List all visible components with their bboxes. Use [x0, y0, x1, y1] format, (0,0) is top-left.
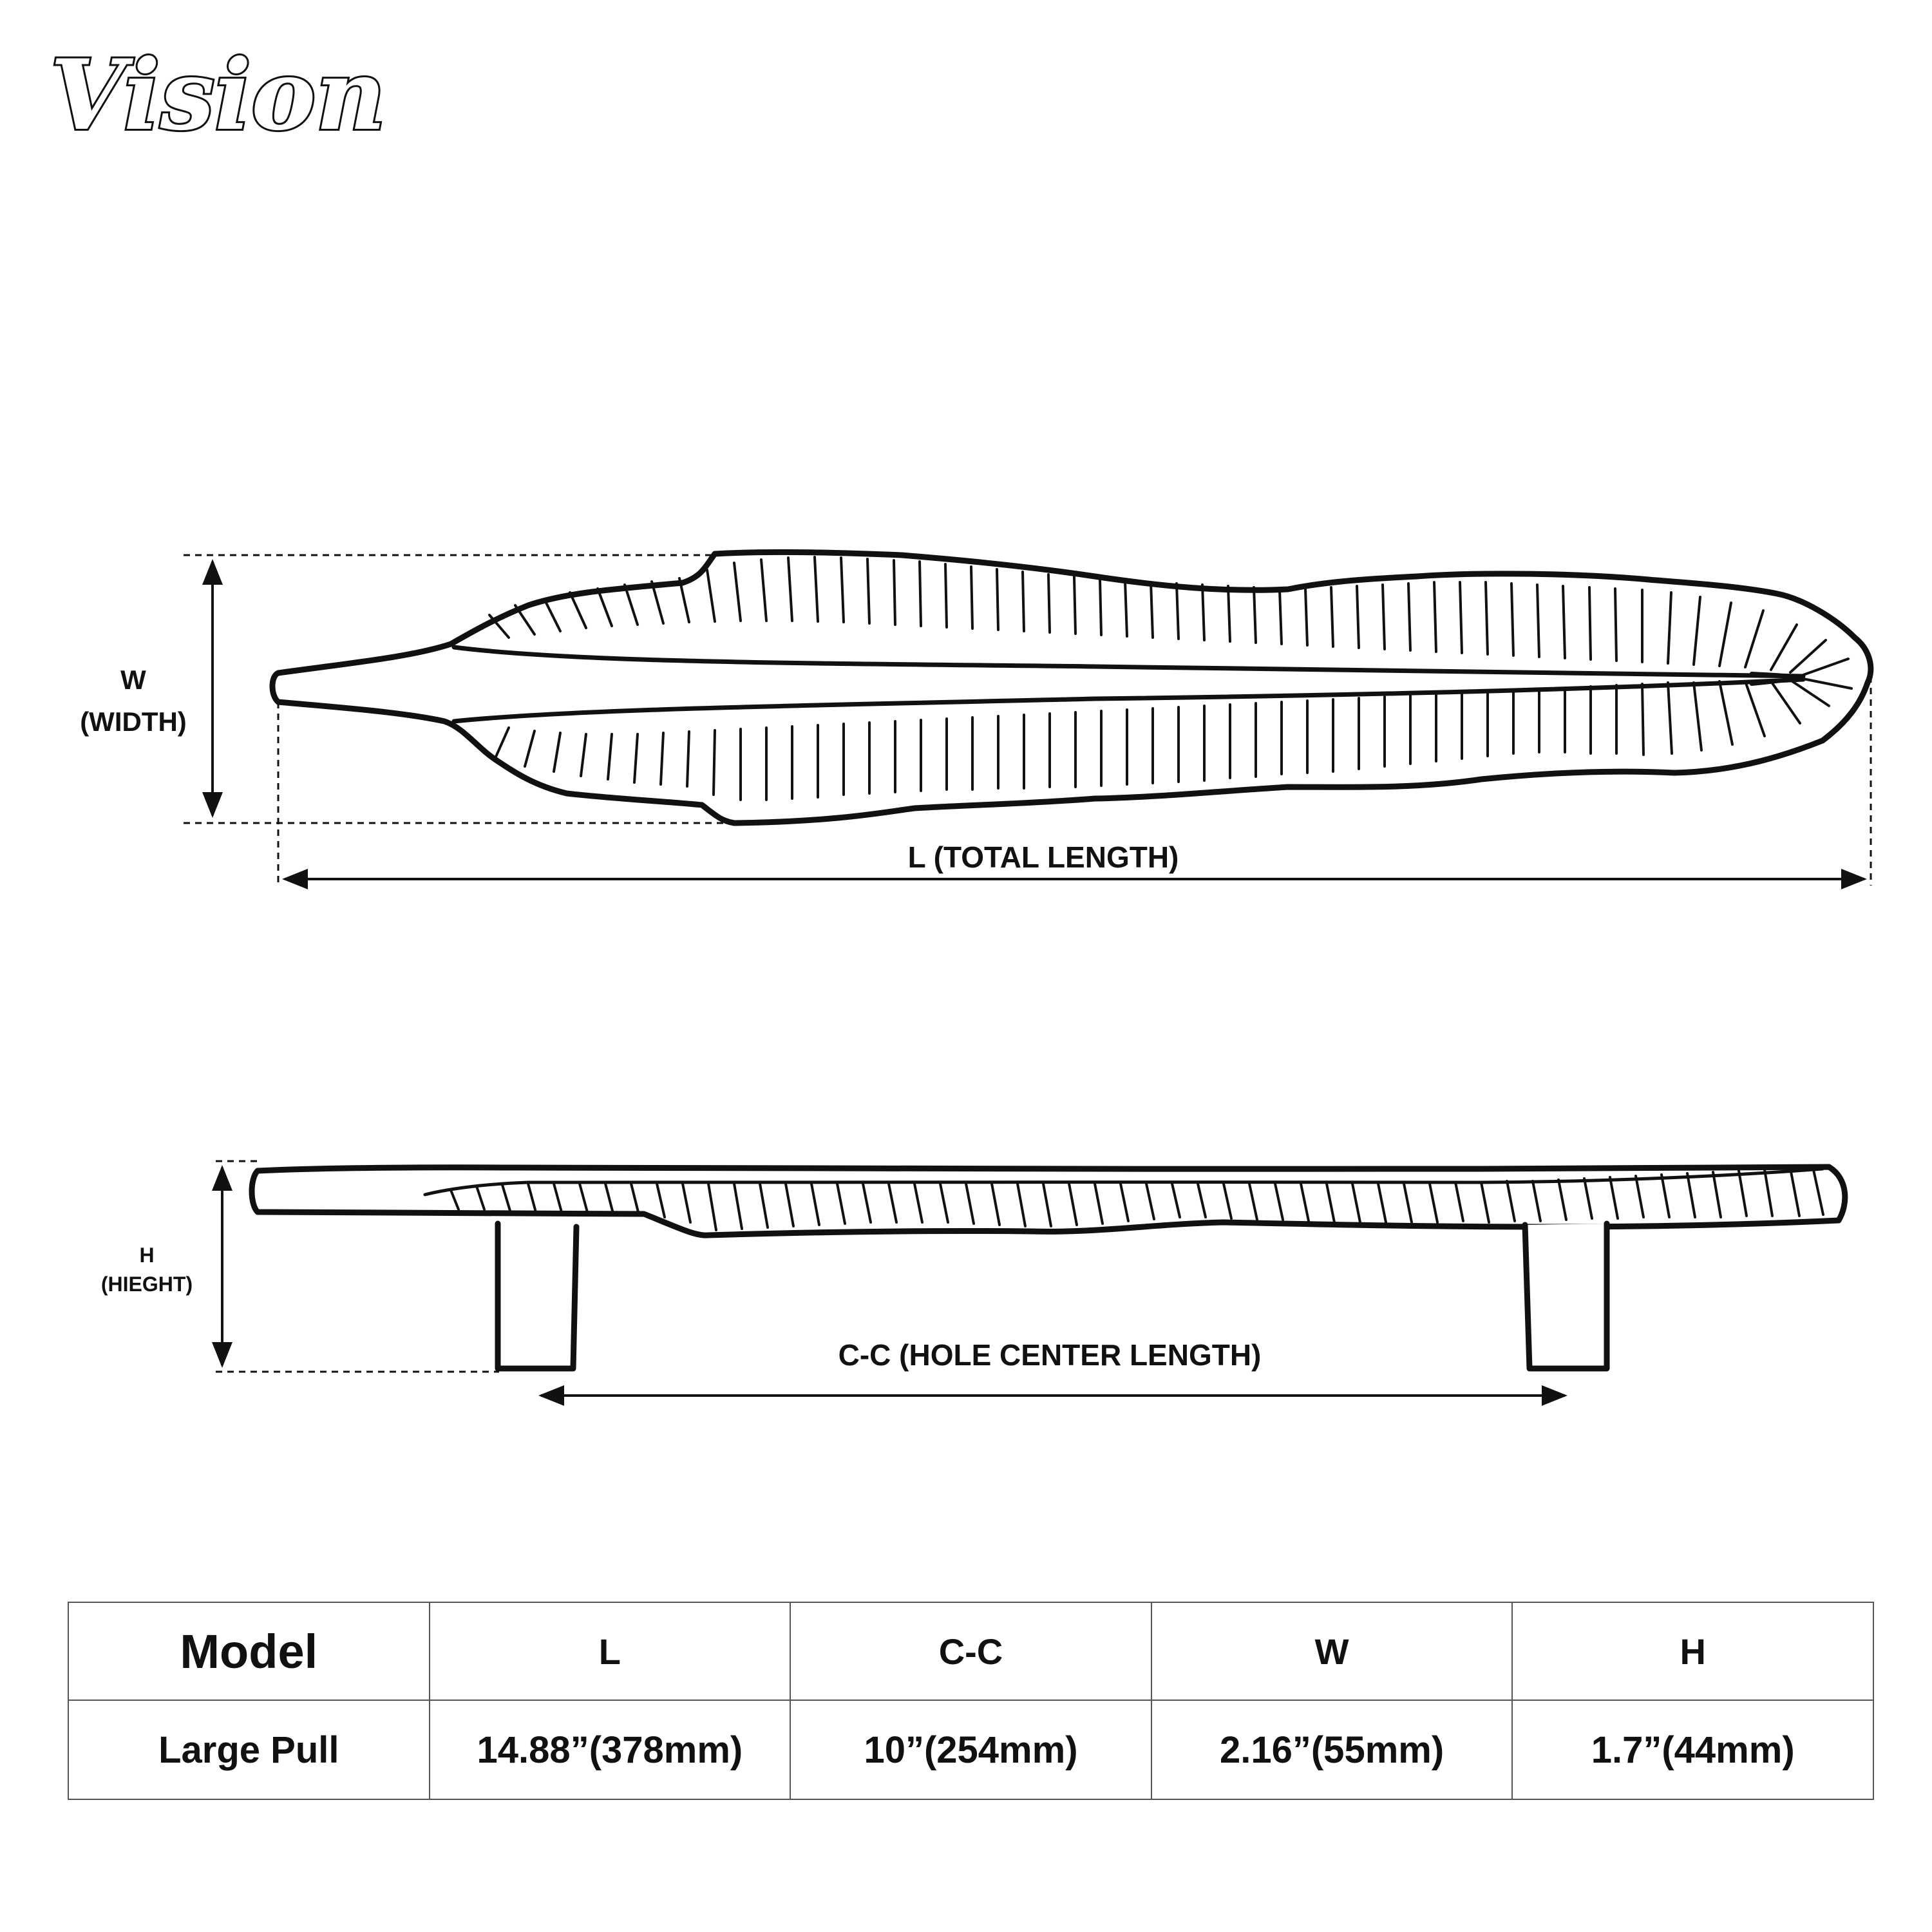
leaf-outline — [269, 549, 1874, 826]
side-view-pull — [249, 1164, 1848, 1372]
vision-logo: Vision — [50, 39, 386, 152]
cell-model: Large Pull — [68, 1700, 430, 1800]
hole-center-label: C-C (HOLE CENTER LENGTH) — [838, 1338, 1262, 1372]
cell-length: 14.88”(378mm) — [428, 1700, 791, 1800]
top-view-leaf — [269, 549, 1874, 826]
header-model: Model — [68, 1602, 430, 1701]
right-post — [1522, 1220, 1610, 1372]
cell-width: 2.16”(55mm) — [1150, 1700, 1513, 1800]
header-width: W — [1150, 1602, 1513, 1701]
side-bar-outline — [249, 1164, 1848, 1238]
table-row: Large Pull 14.88”(378mm) 10”(254mm) 2.16… — [68, 1700, 1874, 1800]
leaf-midrib-lower — [451, 677, 1806, 724]
height-label-text: (HIEGHT) — [101, 1273, 193, 1296]
header-length: L — [428, 1602, 791, 1701]
spec-table: Model L C-C W H Large Pull 14.88”(378mm)… — [68, 1602, 1874, 1800]
hole-center-dimension: C-C (HOLE CENTER LENGTH) — [538, 1338, 1567, 1406]
width-label-text: (WIDTH) — [80, 706, 187, 737]
height-dimension: H (HIEGHT) — [101, 1160, 499, 1373]
side-bar-top-edge — [423, 1167, 1824, 1197]
side-bar-texture — [450, 1166, 1824, 1231]
spec-table-container: Model L C-C W H Large Pull 14.88”(378mm)… — [68, 1602, 1874, 1800]
left-post — [495, 1220, 580, 1372]
width-dimension: W (WIDTH) — [80, 554, 728, 824]
spec-table-header-row: Model L C-C W H — [68, 1602, 1874, 1701]
length-dimension: L (TOTAL LENGTH) — [277, 676, 1872, 889]
cell-height: 1.7”(44mm) — [1511, 1700, 1874, 1800]
width-label-letter: W — [120, 665, 146, 695]
leaf-barbs-lower — [495, 677, 1853, 801]
header-cc: C-C — [790, 1602, 1152, 1701]
leaf-barbs-upper — [488, 556, 1850, 676]
header-height: H — [1511, 1602, 1874, 1701]
length-label: L (TOTAL LENGTH) — [908, 840, 1179, 874]
height-label-letter: H — [139, 1244, 154, 1267]
leaf-midrib-upper — [451, 645, 1806, 679]
cell-cc: 10”(254mm) — [790, 1700, 1152, 1800]
